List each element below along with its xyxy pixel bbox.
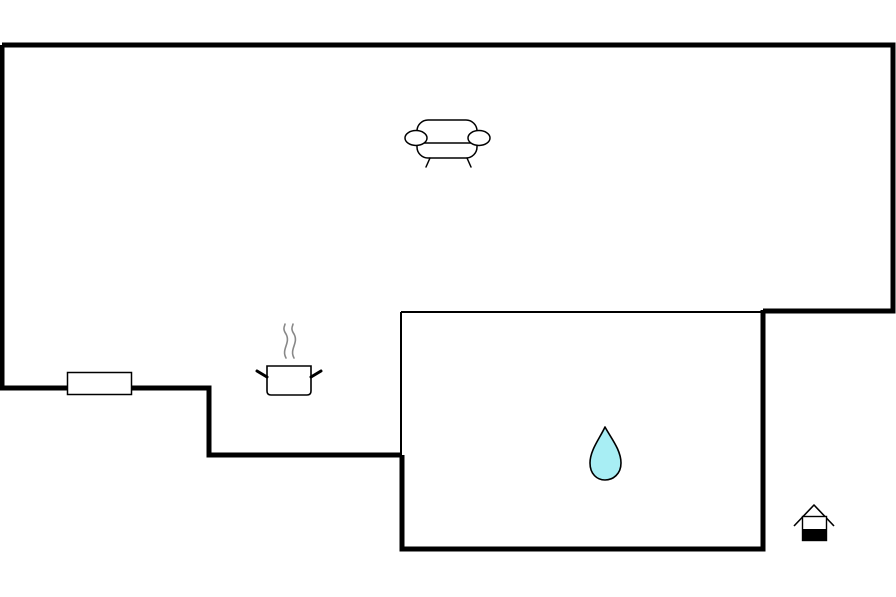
main-outer-wall-lower xyxy=(0,45,402,458)
entrance-icon xyxy=(793,504,835,542)
bathroom-outer-wall xyxy=(399,310,766,552)
water-drop-icon xyxy=(589,426,622,481)
sofa-icon xyxy=(404,119,491,168)
main-outer-wall xyxy=(2,42,896,314)
cooking-pot-icon xyxy=(255,323,323,396)
window-icon xyxy=(66,371,133,396)
